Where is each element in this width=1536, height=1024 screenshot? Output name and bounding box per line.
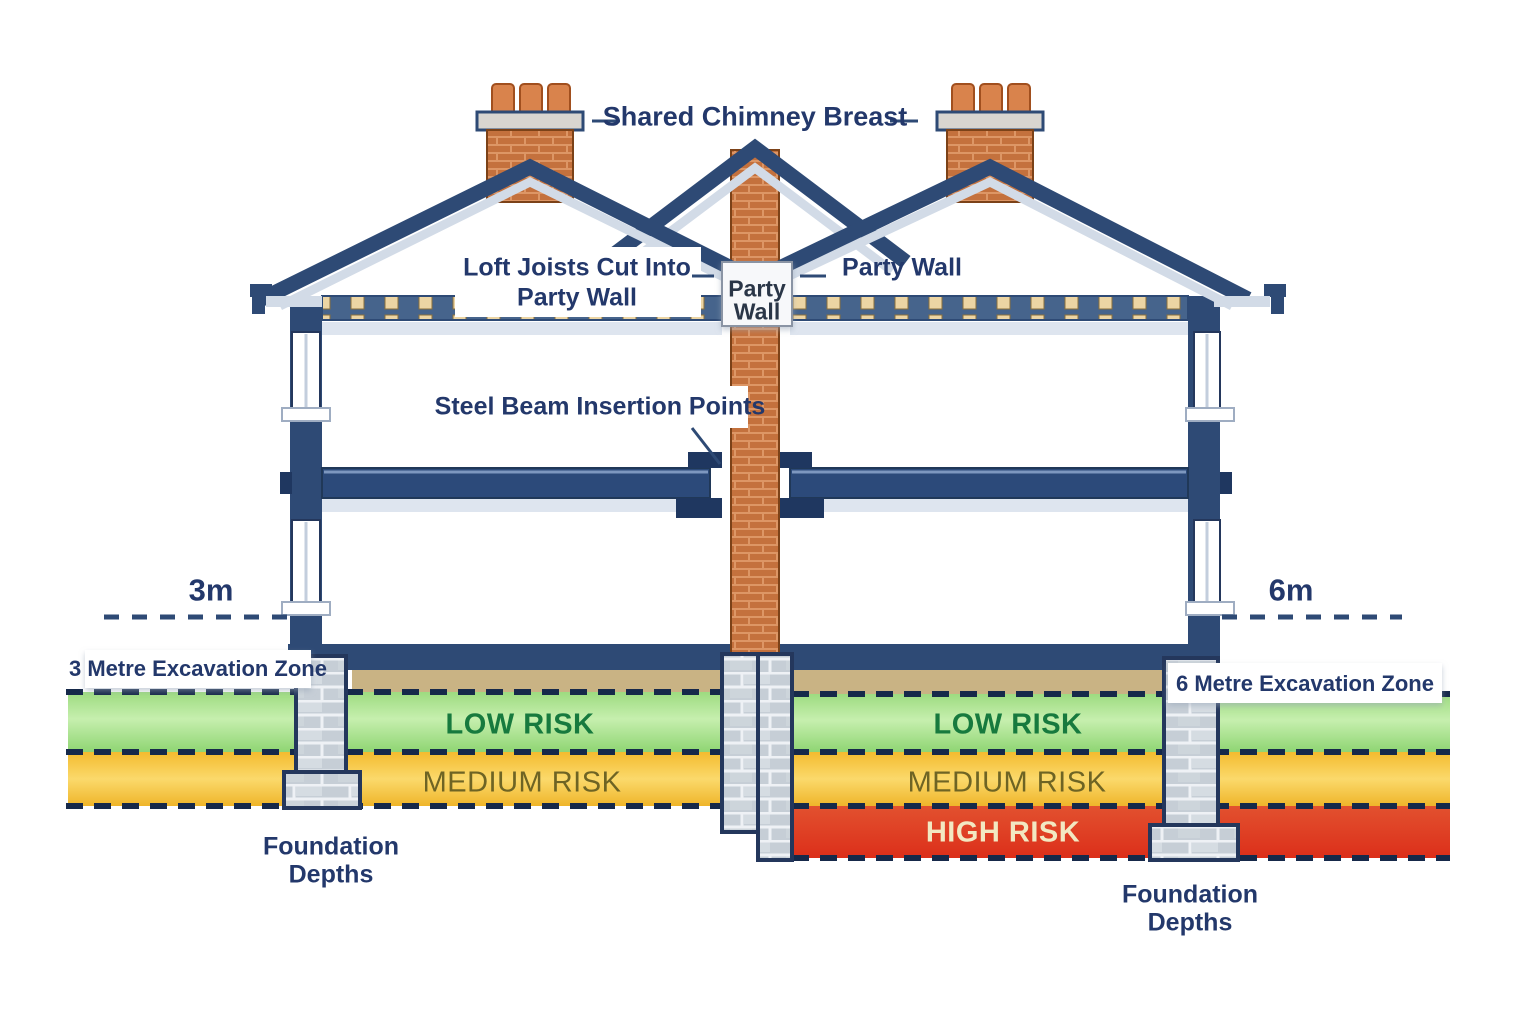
beam-insertion-block-right-top bbox=[778, 452, 812, 468]
medium-risk-band-right bbox=[792, 752, 1450, 806]
party-wall-tag-line1: Party bbox=[728, 275, 786, 302]
right-zone-label-box bbox=[1168, 663, 1442, 703]
label-dashes bbox=[592, 119, 918, 278]
loft-joists-label-line1: Loft Joists Cut Into bbox=[463, 253, 691, 282]
steel-beam-pointer-line bbox=[690, 427, 722, 465]
left-zone-label: 3 Metre Excavation Zone bbox=[69, 656, 327, 681]
left-soffit bbox=[266, 296, 322, 307]
label-boxes bbox=[85, 119, 1442, 703]
party-wall-right-label: Party Wall bbox=[842, 253, 962, 282]
beam-nub-right bbox=[1220, 472, 1232, 494]
loft-joists-label-box bbox=[455, 247, 701, 317]
beam-insertion-block-right-bottom bbox=[778, 498, 824, 518]
underground-right bbox=[792, 668, 1450, 858]
party-wall-foundation bbox=[720, 652, 794, 862]
soil-strip-right bbox=[792, 668, 1165, 694]
medium-risk-band-left bbox=[68, 752, 722, 806]
steel-beam-label-box bbox=[452, 386, 748, 428]
foundation-depths-right-line1: Foundation bbox=[1121, 880, 1259, 909]
party-wall-tag-line2: Wall bbox=[733, 298, 781, 325]
chimney-cap bbox=[935, 110, 1045, 132]
right-zone-label: 6 Metre Excavation Zone bbox=[1176, 671, 1434, 696]
roofline bbox=[250, 138, 1286, 314]
left-roof bbox=[258, 158, 749, 306]
loft-ceiling-strip-left bbox=[322, 322, 722, 335]
left-zone-label-box bbox=[85, 650, 311, 688]
beam-insertion-block-left-bottom bbox=[676, 498, 722, 518]
first-floor-strip-left bbox=[322, 498, 710, 512]
foundation-depths-right-line2: Depths bbox=[1147, 908, 1233, 937]
loft-joist-band-right bbox=[789, 295, 1189, 321]
foundation-depths-left-line2: Depths bbox=[288, 860, 374, 889]
right-house bbox=[778, 295, 1235, 670]
party-wall-tag-box bbox=[721, 261, 793, 327]
medium-risk-label-right: MEDIUM RISK bbox=[907, 766, 1107, 799]
low-risk-label-left: LOW RISK bbox=[445, 708, 595, 741]
left-eave-end bbox=[250, 284, 272, 297]
left-gutter-hook bbox=[252, 296, 265, 314]
high-risk-label-right: HIGH RISK bbox=[925, 816, 1081, 849]
left-house bbox=[280, 295, 723, 670]
right-depth-label: 6m bbox=[1268, 572, 1314, 608]
low-risk-label-right: LOW RISK bbox=[933, 708, 1083, 741]
medium-risk-label-left: MEDIUM RISK bbox=[422, 766, 622, 799]
loft-ceiling-strip-right bbox=[790, 322, 1188, 335]
steel-beam-label: Steel Beam Insertion Points bbox=[434, 392, 766, 421]
low-risk-band-right bbox=[792, 694, 1450, 752]
underground-left bbox=[68, 668, 722, 806]
right-gutter-hook bbox=[1271, 296, 1284, 314]
low-risk-band-left bbox=[68, 692, 722, 752]
loft-joists-label-line2: Party Wall bbox=[517, 283, 637, 312]
right-roof bbox=[761, 158, 1252, 306]
shared-chimney-breast-label: Shared Chimney Breast bbox=[602, 101, 908, 132]
high-risk-band-right bbox=[792, 806, 1450, 858]
right-eave-end bbox=[1264, 284, 1286, 297]
beam-nub-left bbox=[280, 472, 292, 494]
left-depth-label: 3m bbox=[188, 572, 234, 608]
foundation-depths-left-line1: Foundation bbox=[262, 832, 400, 861]
first-floor-strip-right bbox=[790, 498, 1188, 512]
left-wall-windows bbox=[281, 331, 331, 616]
right-roof-shadow bbox=[770, 176, 1235, 311]
right-soffit bbox=[1214, 296, 1270, 307]
right-wall-windows bbox=[1185, 331, 1235, 616]
chimney-cap bbox=[475, 110, 585, 132]
